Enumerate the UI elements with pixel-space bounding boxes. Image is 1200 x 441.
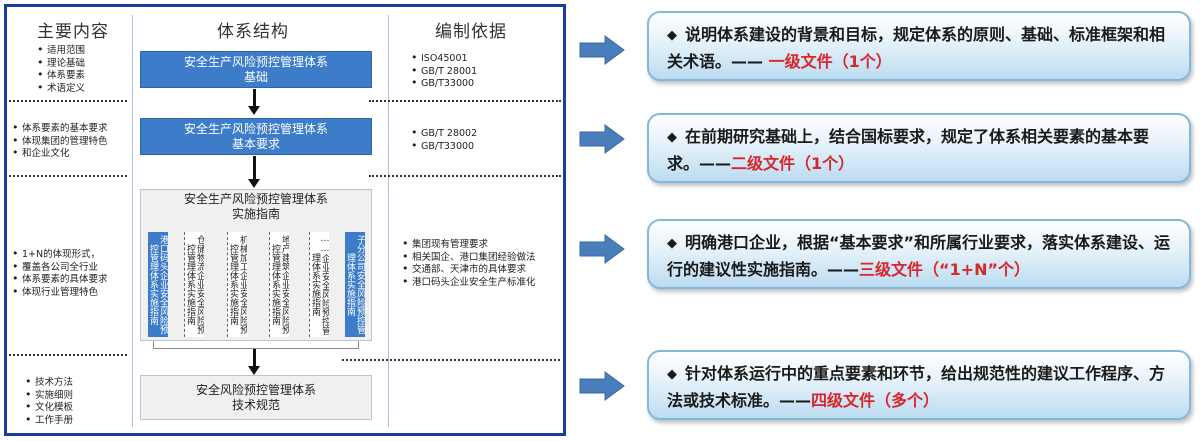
diamond-bullet-icon: ◆ — [667, 236, 677, 251]
diamond-bullet-icon: ◆ — [667, 130, 677, 145]
list-item: 覆盖各公司全行业 — [12, 261, 108, 275]
implementation-guide-box: 安全生产风险预控管理体系 实施指南 — [140, 189, 372, 341]
list-item: 理论基础 — [37, 57, 85, 71]
callout-level-1: ◆说明体系建设的背景和目标，规定体系的原则、基础、标准框架和相关术语。—— 一级… — [647, 11, 1191, 81]
list-item: 体系要素的具体要求 — [12, 273, 108, 287]
basic-requirements-box: 安全生产风险预控管理体系 基本要求 — [140, 118, 372, 155]
guide-sub-other: ……企业安全风险预控管理体系实施指南 — [309, 232, 329, 337]
list-item: GB/T 28002 — [411, 127, 477, 141]
technical-spec-box: 安全风险预控管理体系 技术规范 — [140, 375, 372, 420]
list-item: 港口码头企业安全生产标准化 — [402, 276, 536, 290]
callout-level-label: 四级文件（多个） — [811, 391, 940, 410]
list-item: 集团现有管理要求 — [402, 238, 536, 252]
list-item: 1+N的体现形式， — [12, 248, 108, 262]
header-main-content: 主要内容 — [37, 22, 109, 42]
header-basis: 编制依据 — [435, 22, 507, 42]
guide-bracket — [153, 341, 359, 349]
box-title: 安全生产风险预控管理体系 — [183, 192, 328, 206]
right-arrow-icon — [579, 371, 625, 401]
list-item: 交通部、天津市的具体要求 — [402, 263, 536, 277]
list-item: 适用范围 — [37, 44, 85, 58]
basis-list-basic: GB/T 28002 GB/T33000 — [411, 127, 477, 154]
right-arrow-icon — [579, 35, 625, 65]
basis-list-foundation: ISO45001 GB/T 28001 GB/T33000 — [411, 52, 477, 91]
list-item: 体现集团的管理特色 — [12, 135, 108, 149]
row-separator — [9, 354, 127, 356]
box-title: 安全生产风险预控管理体系 — [183, 122, 328, 136]
guide-sub-warehouse: 仓储物流企业安全风险预控管理体系实施指南 — [184, 232, 204, 337]
list-item: 体现行业管理特色 — [12, 286, 108, 300]
box-subtitle: 基础 — [243, 70, 268, 84]
list-item: 和企业文化 — [12, 147, 108, 161]
row-separator — [9, 100, 127, 102]
content-list-foundation: 适用范围 理论基础 体系要素 术语定义 — [37, 44, 85, 96]
content-list-tech: 技术方法 实施细则 文化模板 工作手册 — [25, 376, 73, 428]
list-item: GB/T 28001 — [411, 65, 477, 79]
callout-text: 说明体系建设的背景和目标，规定体系的原则、基础、标准框架和相关术语。—— — [667, 25, 1166, 71]
content-list-basic: 体系要素的基本要求 体现集团的管理特色 和企业文化 — [12, 122, 108, 161]
callout-level-4: ◆针对体系运行中的重点要素和环节，给出规范性的建议工作程序、方法或技术标准。——… — [647, 350, 1191, 420]
callout-text: 明确港口企业，根据“基本要求”和所属行业要求，落实体系建设、运行的建议性实施指南… — [667, 233, 1171, 279]
list-item: 文化模板 — [25, 401, 73, 415]
basis-list-guide: 集团现有管理要求 相关国企、港口集团经验做法 交通部、天津市的具体要求 港口码头… — [402, 238, 536, 290]
foundation-box: 安全生产风险预控管理体系 基础 — [140, 51, 372, 88]
list-item: GB/T33000 — [411, 77, 477, 91]
list-item: 实施细则 — [25, 389, 73, 403]
list-item: 体系要素的基本要求 — [12, 122, 108, 136]
content-list-guide: 1+N的体现形式， 覆盖各公司全行业 体系要素的具体要求 体现行业管理特色 — [12, 248, 108, 300]
list-item: 工作手册 — [25, 414, 73, 428]
diamond-bullet-icon: ◆ — [667, 28, 677, 43]
guide-sub-port: 港口码头企业安全风险预控管理体系实施指南 — [148, 232, 168, 337]
callout-level-label: 三级文件（“1+N”个） — [859, 260, 1030, 279]
right-arrow-icon — [579, 124, 625, 154]
callout-text: 在前期研究基础上，结合国标要求，规定了体系相关要素的基本要求。—— — [667, 127, 1150, 173]
box-subtitle: 技术规范 — [231, 398, 280, 412]
callout-level-2: ◆在前期研究基础上，结合国标要求，规定了体系相关要素的基本要求。——二级文件（1… — [647, 113, 1191, 183]
callout-level-label: 二级文件（1个） — [731, 154, 855, 173]
callout-level-3: ◆明确港口企业，根据“基本要求”和所属行业要求，落实体系建设、运行的建议性实施指… — [647, 219, 1191, 289]
header-structure: 体系结构 — [217, 22, 289, 42]
row-separator — [9, 175, 127, 177]
list-item: GB/T33000 — [411, 140, 477, 154]
box-subtitle: 基本要求 — [231, 137, 280, 151]
guide-sub-machining: 机械加工企业安全风险预控管理体系实施指南 — [227, 232, 247, 337]
box-subtitle: 实施指南 — [231, 207, 280, 221]
column-divider — [132, 15, 133, 427]
structure-diagram: 主要内容 体系结构 编制依据 适用范围 理论基础 体系要素 术语定义 体系要素的… — [4, 4, 566, 436]
row-separator — [342, 359, 560, 361]
column-divider — [388, 15, 389, 427]
guide-sub-subsidiary: 子分公司安全风险预控管理体系实施指南 — [345, 232, 365, 337]
list-item: 体系要素 — [37, 69, 85, 83]
callout-text: 针对体系运行中的重点要素和环节，给出规范性的建议工作程序、方法或技术标准。—— — [667, 364, 1166, 410]
diamond-bullet-icon: ◆ — [667, 367, 677, 382]
guide-sub-construction: 地产建筑企业安全风险预控管理体系实施指南 — [269, 232, 289, 337]
down-arrow — [248, 156, 260, 188]
callout-level-label: 一级文件（1个） — [768, 52, 892, 71]
box-title: 安全风险预控管理体系 — [195, 383, 316, 397]
right-arrow-icon — [579, 234, 625, 264]
list-item: ISO45001 — [411, 52, 477, 66]
row-separator — [369, 175, 561, 177]
row-separator — [369, 100, 561, 102]
list-item: 相关国企、港口集团经验做法 — [402, 251, 536, 265]
down-arrow — [248, 349, 260, 375]
box-title: 安全生产风险预控管理体系 — [183, 55, 328, 69]
down-arrow — [248, 89, 260, 115]
list-item: 技术方法 — [25, 376, 73, 390]
list-item: 术语定义 — [37, 82, 85, 96]
